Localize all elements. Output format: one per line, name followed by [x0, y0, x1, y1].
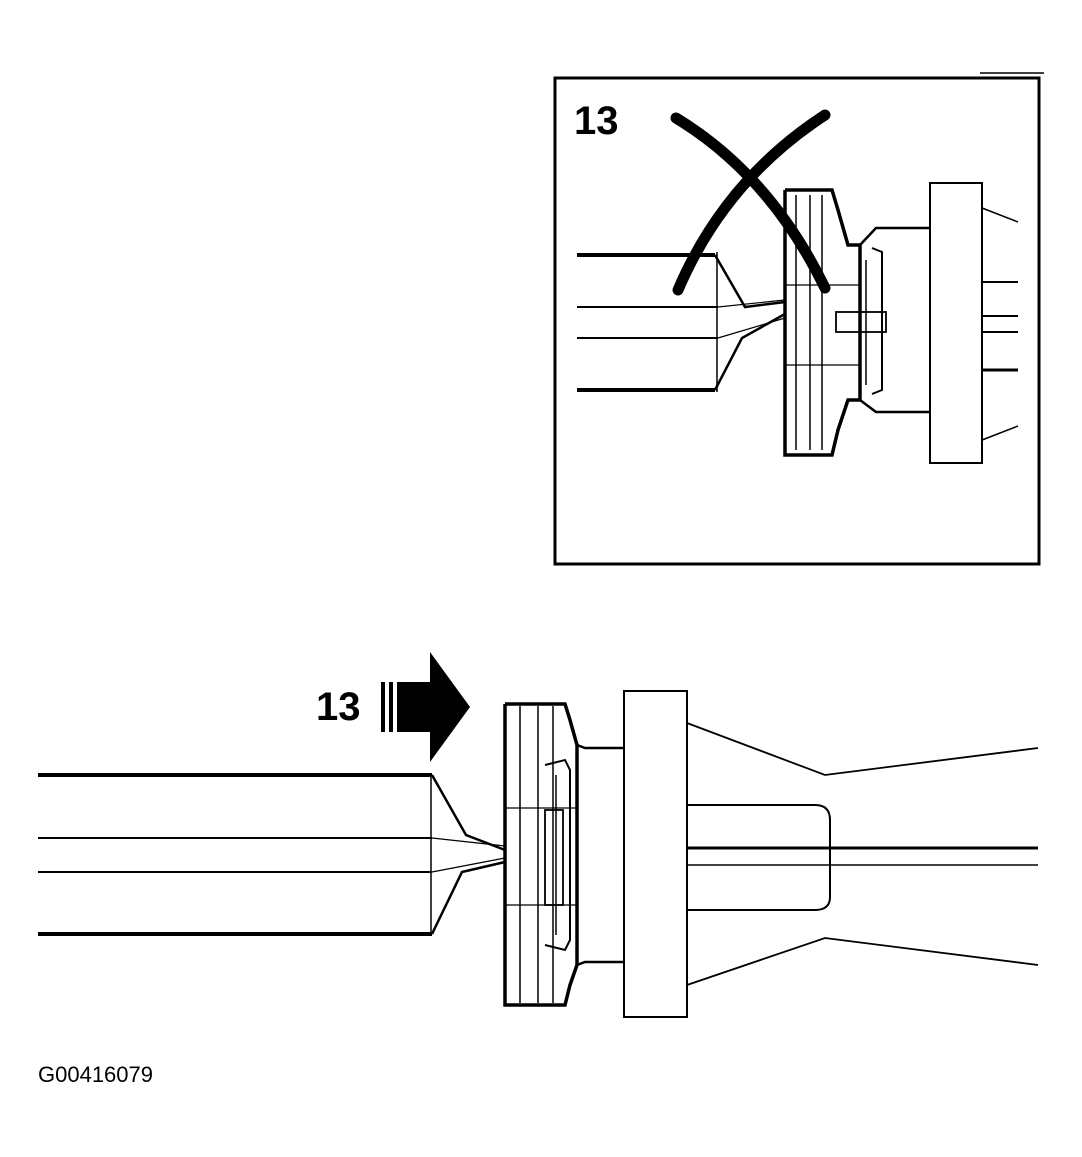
main-callout-number: 13: [316, 685, 361, 729]
main-connector-latch: [544, 743, 625, 967]
inset-connector-latch: [835, 226, 930, 414]
inset-callout-number: 13: [574, 99, 619, 143]
main-wire-harness: [38, 773, 506, 936]
main-assembly: 13: [38, 652, 1039, 1018]
inset-frame: [553, 76, 1041, 566]
main-connector-housing: [503, 702, 579, 1007]
main-mating-plug: [623, 690, 1039, 1018]
inset-mating-plug: [929, 182, 1019, 464]
figure-id: G00416079: [38, 1062, 153, 1087]
push-direction-arrow-icon: [381, 652, 470, 762]
inset-panel: 13: [553, 72, 1044, 566]
incorrect-x-mark-icon: [670, 109, 831, 296]
